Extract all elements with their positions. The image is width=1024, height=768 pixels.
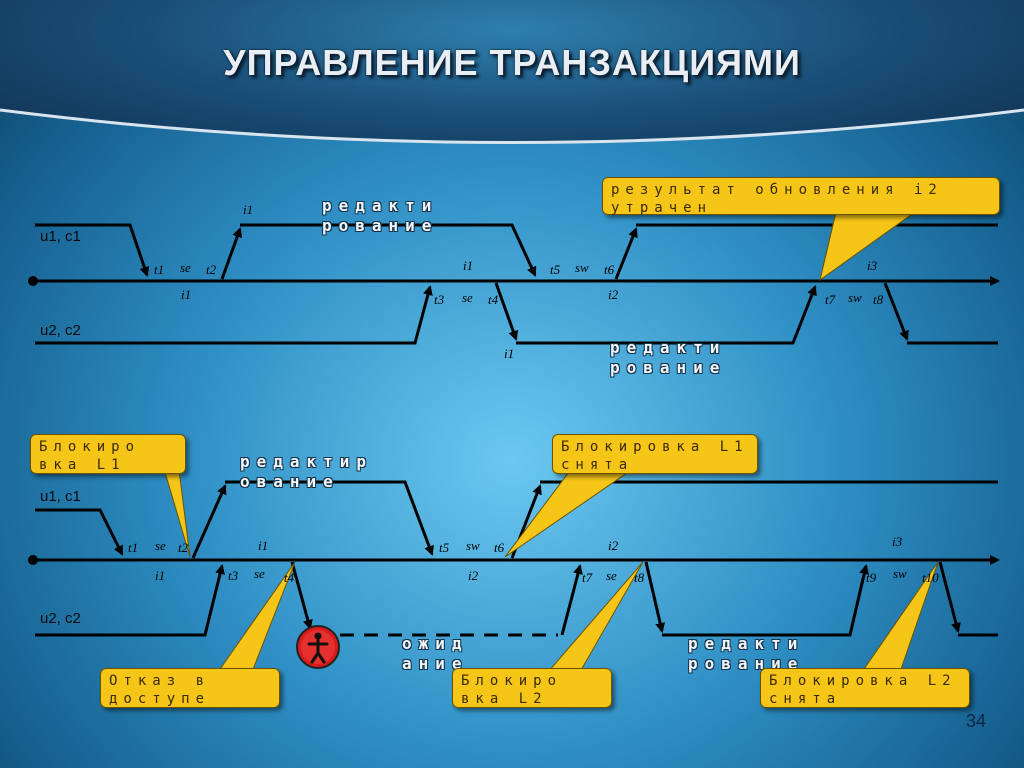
callout-result-lost: результат обновления i2 утрачен bbox=[602, 177, 1000, 216]
top-label-i3: i3 bbox=[867, 258, 878, 273]
bottom-u2-rise-1 bbox=[35, 564, 225, 637]
top-label-i2: i2 bbox=[608, 287, 619, 302]
stop-icon bbox=[296, 625, 340, 669]
bottom-label-i1-b: i1 bbox=[155, 568, 165, 583]
callout-unlock-l2: Блокировка L2 снята bbox=[760, 668, 970, 708]
bottom-u2-rise-3 bbox=[662, 564, 870, 637]
top-u2-rise-2 bbox=[516, 285, 817, 345]
top-u1-drop-2 bbox=[240, 223, 537, 277]
top-label-t6: t6 bbox=[604, 262, 615, 277]
bottom-u1-drop-1 bbox=[35, 508, 124, 556]
bottom-label-t1: t1 bbox=[128, 540, 138, 555]
top-label-t5: t5 bbox=[550, 262, 561, 277]
top-label-t1: t1 bbox=[154, 262, 164, 277]
top-label-i1-b: i1 bbox=[181, 287, 191, 302]
bottom-editing-text-1: редактир ование bbox=[240, 452, 374, 491]
bottom-label-t3: t3 bbox=[228, 568, 239, 583]
top-u2-rise-1 bbox=[35, 285, 433, 345]
bottom-label-i2-a: i2 bbox=[608, 538, 619, 553]
top-label-t8: t8 bbox=[873, 292, 884, 307]
top-u2-drop-2 bbox=[883, 282, 909, 341]
top-u1-drop-1 bbox=[35, 223, 150, 277]
bottom-label-t6: t6 bbox=[494, 540, 505, 555]
callout-unlock-l1: Блокировка L1 снята bbox=[552, 434, 758, 474]
bottom-label-se2: se bbox=[254, 566, 265, 581]
bottom-u1-drop-2 bbox=[225, 480, 434, 556]
bottom-label-sw2: sw bbox=[893, 566, 907, 581]
bottom-label-i2-b: i2 bbox=[468, 568, 479, 583]
bottom-label-t5: t5 bbox=[439, 540, 450, 555]
top-label-i1-d: i1 bbox=[504, 346, 514, 361]
bottom-lane-u2-label: u2, c2 bbox=[40, 610, 81, 627]
bottom-label-i1-a: i1 bbox=[258, 538, 268, 553]
bottom-u1-rise-1 bbox=[191, 484, 227, 559]
bottom-label-se3: se bbox=[606, 568, 617, 583]
callout-lock-l2: Блокиро вка L2 bbox=[452, 668, 612, 708]
top-u2-drop-1 bbox=[494, 282, 519, 341]
top-lane-u2-label: u2, c2 bbox=[40, 322, 81, 339]
bottom-label-t10: t10 bbox=[922, 570, 939, 585]
bottom-label-t4: t4 bbox=[284, 570, 295, 585]
bottom-label-se1: se bbox=[155, 538, 166, 553]
bottom-label-i3: i3 bbox=[892, 534, 903, 549]
bottom-u2-drop-3 bbox=[938, 561, 961, 633]
top-label-i1-a: i1 bbox=[243, 202, 253, 217]
top-diagram: t1 se t2 i1 i1 i1 t3 se t4 i1 t5 sw t6 i… bbox=[28, 202, 1000, 361]
bottom-u2-drop-2 bbox=[644, 561, 666, 633]
bottom-waiting-text: ожид ание bbox=[402, 634, 469, 673]
callout-lock-l1: Блокиро вка L1 bbox=[30, 434, 186, 474]
bottom-pointer-lock2 bbox=[546, 561, 644, 673]
bottom-pointer-unlock1 bbox=[504, 463, 642, 558]
top-label-sw2: sw bbox=[848, 290, 862, 305]
top-label-i1-c: i1 bbox=[463, 258, 473, 273]
top-label-t3: t3 bbox=[434, 292, 445, 307]
bottom-diagram: t1 se t2 i1 i1 t3 se t4 t5 sw t6 i2 i2 t… bbox=[28, 461, 1000, 673]
top-u1-rise-1 bbox=[220, 227, 242, 280]
callout-access-denied: Отказ в доступе bbox=[100, 668, 280, 708]
bottom-label-t8: t8 bbox=[634, 570, 645, 585]
page-number: 34 bbox=[965, 711, 986, 731]
top-editing-text-2: редакти рование bbox=[610, 338, 727, 377]
top-u1-rise-2 bbox=[614, 227, 638, 280]
slide-title: УПРАВЛЕНИЕ ТРАНЗАКЦИЯМИ bbox=[223, 42, 801, 83]
top-label-t7: t7 bbox=[825, 292, 836, 307]
top-label-t4: t4 bbox=[488, 292, 499, 307]
bottom-u2-drop-1 bbox=[290, 561, 313, 630]
top-label-se2: se bbox=[462, 290, 473, 305]
top-label-t2: t2 bbox=[206, 262, 217, 277]
bottom-label-t7: t7 bbox=[582, 570, 593, 585]
top-lane-u1-label: u1, c1 bbox=[40, 228, 81, 245]
bottom-u2-rise-2 bbox=[560, 564, 583, 636]
top-label-sw1: sw bbox=[575, 260, 589, 275]
top-editing-text-1: редакти рование bbox=[322, 196, 439, 235]
top-label-se1: se bbox=[180, 260, 191, 275]
bottom-label-sw1: sw bbox=[466, 538, 480, 553]
bottom-label-t9: t9 bbox=[866, 570, 877, 585]
bottom-label-t2: t2 bbox=[178, 540, 189, 555]
bottom-lane-u1-label: u1, c1 bbox=[40, 488, 81, 505]
